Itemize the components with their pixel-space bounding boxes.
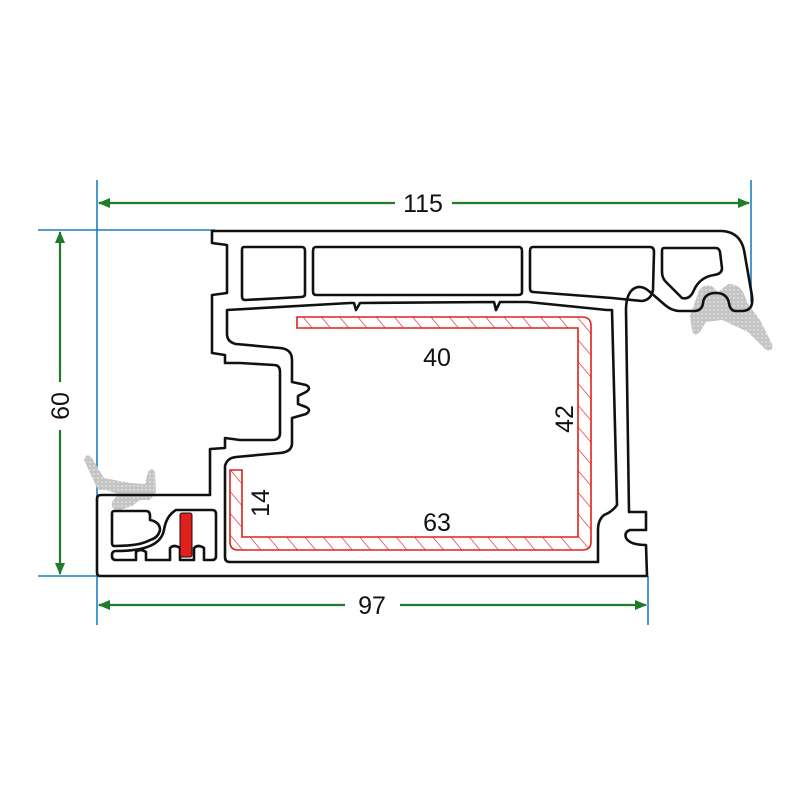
- top-right-seal: [690, 284, 773, 351]
- bottom-chamber-1: [110, 509, 162, 548]
- profile-outer-contour: [95, 229, 754, 578]
- steel-reinforcement: [229, 316, 592, 551]
- thermal-insert: [179, 512, 193, 558]
- dimension-label-115: 115: [403, 190, 443, 218]
- dimension-label-60: 60: [47, 392, 75, 420]
- top-chamber-3: [528, 245, 656, 303]
- main-chamber: [223, 300, 619, 564]
- reinforcement-label-40: 40: [423, 344, 451, 372]
- reinforcement-label-42: 42: [551, 405, 579, 433]
- reinforcement-label-63: 63: [423, 509, 451, 537]
- top-chamber-4: [660, 246, 724, 300]
- bottom-left-seal: [84, 455, 156, 510]
- dimension-label-97: 97: [358, 592, 386, 620]
- top-chamber-2: [311, 245, 524, 297]
- bottom-chamber-2: [110, 508, 218, 562]
- reinforcement-label-14: 14: [247, 489, 275, 517]
- top-chamber-1: [240, 245, 307, 302]
